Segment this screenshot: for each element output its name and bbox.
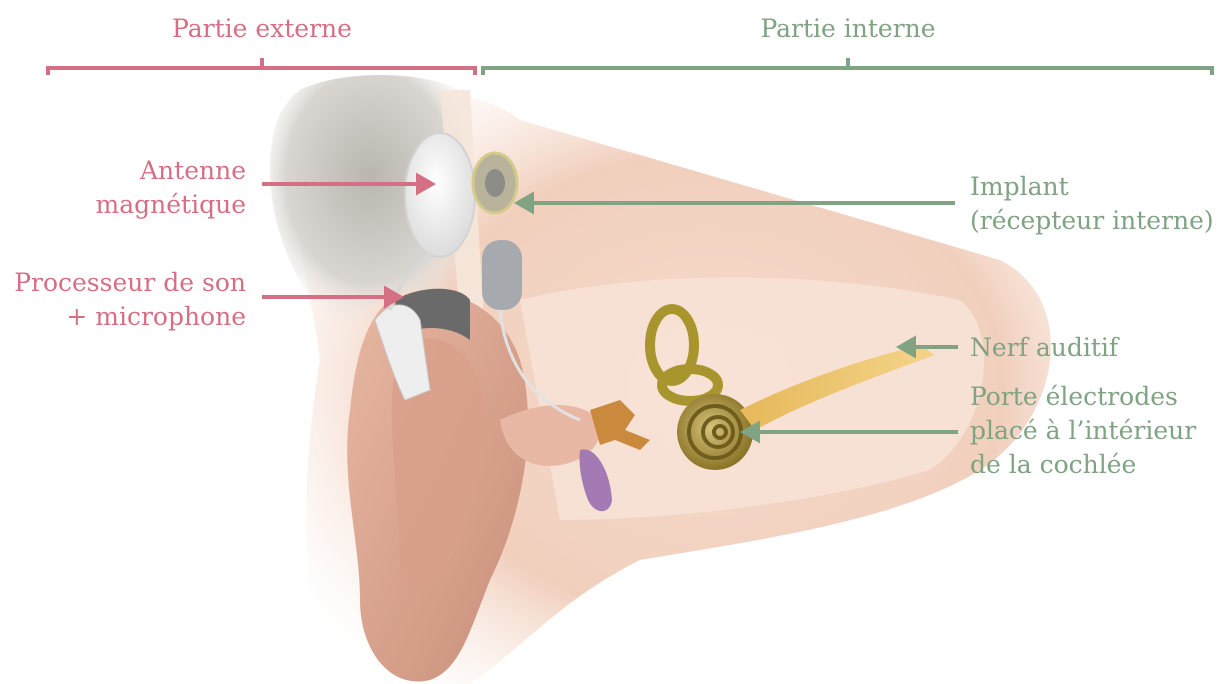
- label-antenna-line2: magnétique: [40, 188, 246, 222]
- label-implant-line1: Implant: [970, 170, 1220, 204]
- label-nerve: Nerf auditif: [970, 331, 1210, 365]
- label-processor: Processeur de son + microphone: [0, 266, 246, 334]
- label-implant-line2: (récepteur interne): [970, 204, 1220, 238]
- label-antenna: Antenne magnétique: [40, 154, 246, 222]
- label-processor-line1: Processeur de son: [0, 266, 246, 300]
- internal-bracket: [483, 58, 1212, 75]
- label-antenna-line1: Antenne: [40, 154, 246, 188]
- magnetic-antenna: [405, 133, 475, 257]
- label-electrodes-line3: de la cochlée: [970, 448, 1220, 482]
- header-internal: Partie interne: [748, 12, 948, 46]
- label-electrodes-line1: Porte électrodes: [970, 380, 1220, 414]
- label-electrodes-line2: placé à l’intérieur: [970, 414, 1220, 448]
- external-bracket: [48, 58, 475, 75]
- label-implant: Implant (récepteur interne): [970, 170, 1220, 238]
- label-processor-line2: + microphone: [0, 300, 246, 334]
- header-external: Partie externe: [162, 12, 362, 46]
- label-electrodes: Porte électrodes placé à l’intérieur de …: [970, 380, 1220, 482]
